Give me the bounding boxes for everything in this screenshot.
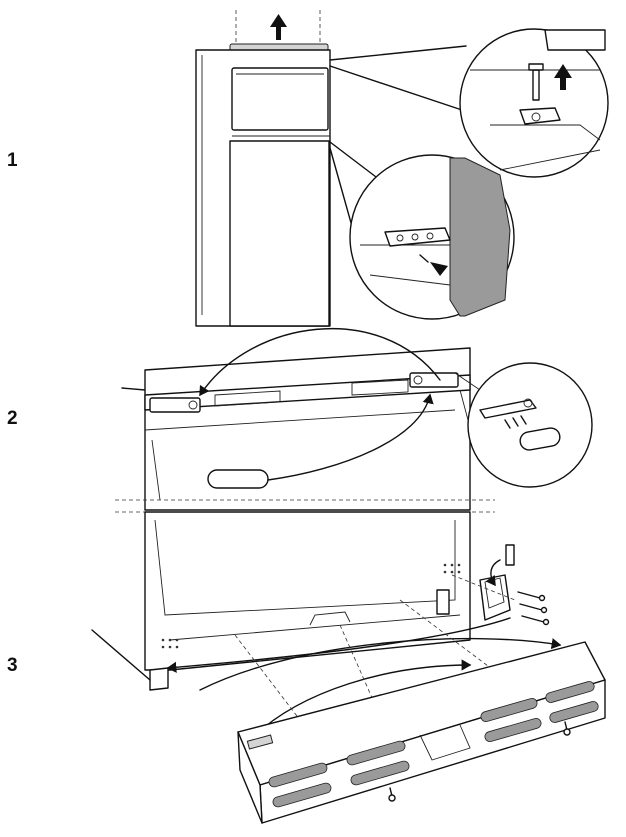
fridge-rear-top bbox=[121, 327, 471, 511]
step-3-label: 3 bbox=[7, 655, 18, 676]
freezer-door bbox=[231, 67, 329, 131]
bottom-hinge-bracket bbox=[451, 544, 550, 626]
fridge-rear-bottom bbox=[91, 511, 471, 691]
hinge-swap-detail bbox=[454, 362, 593, 488]
lift-up-arrow-icon bbox=[270, 14, 287, 40]
top-hinge-detail bbox=[329, 28, 609, 178]
fridge-door bbox=[229, 140, 330, 327]
body-bracket bbox=[436, 589, 450, 615]
screw-icon bbox=[517, 591, 550, 626]
handle-plug bbox=[207, 469, 269, 489]
step-1-label: 1 bbox=[7, 150, 18, 171]
step-2-label: 2 bbox=[7, 408, 18, 429]
middle-hinge-detail bbox=[329, 141, 515, 320]
fridge-front-view bbox=[195, 10, 331, 327]
screw-icon bbox=[388, 721, 571, 802]
left-foot bbox=[149, 667, 169, 691]
ventilation-grille bbox=[237, 641, 606, 824]
left-hinge-slot bbox=[149, 397, 201, 413]
right-hinge-slot bbox=[409, 372, 459, 388]
